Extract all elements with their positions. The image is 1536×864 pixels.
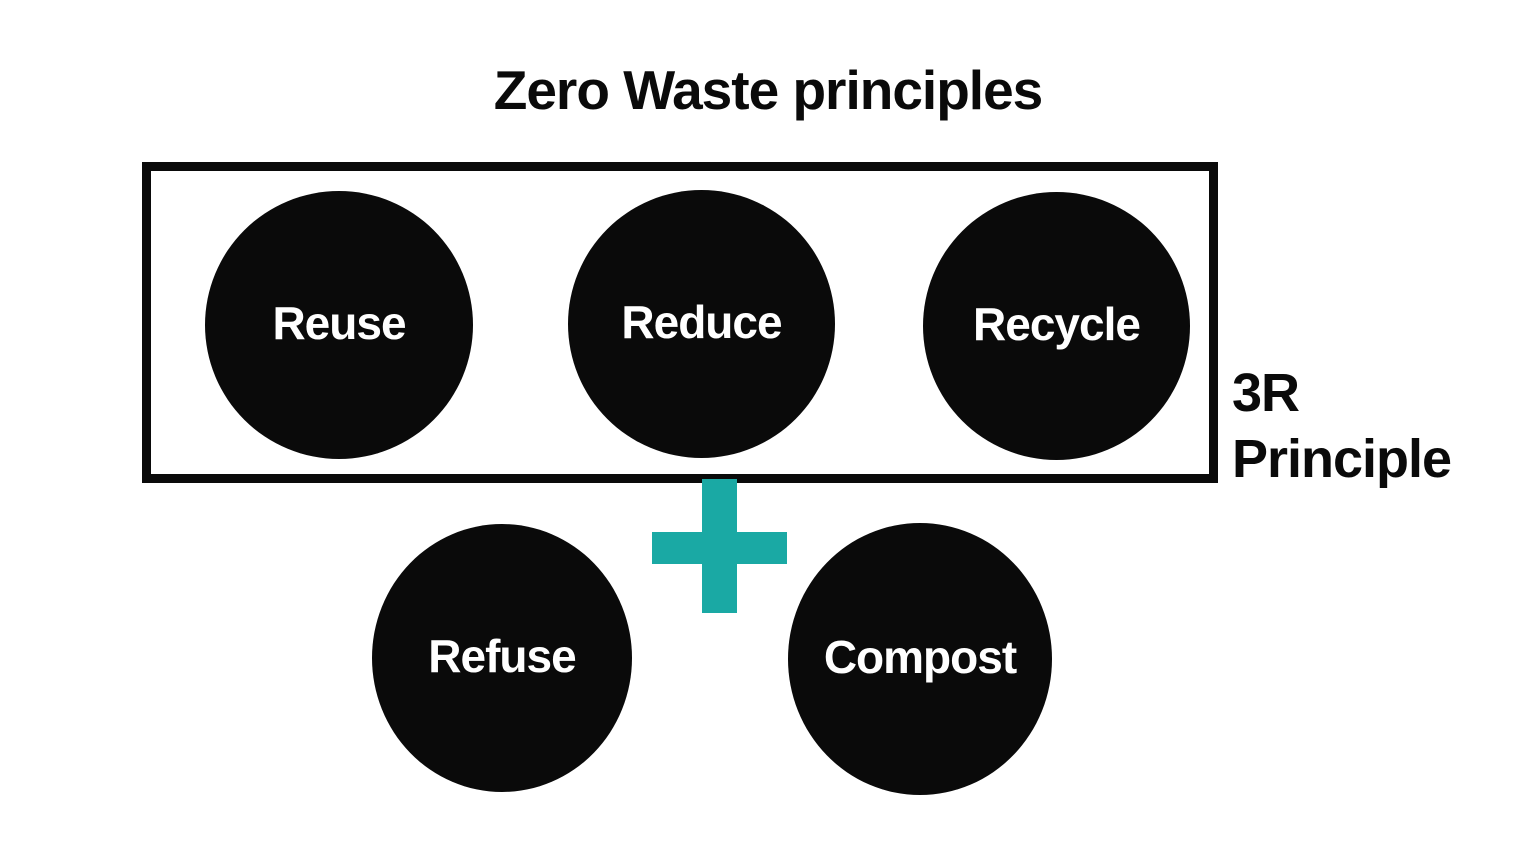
node-refuse: Refuse bbox=[372, 524, 632, 792]
3r-group-box bbox=[142, 162, 1218, 483]
node-reuse-label: Reuse bbox=[272, 297, 406, 349]
3r-principle-label-line2: Principle bbox=[1232, 429, 1452, 489]
node-recycle: Recycle bbox=[923, 192, 1190, 460]
node-reduce: Reduce bbox=[568, 190, 835, 458]
node-refuse-label: Refuse bbox=[428, 630, 576, 682]
node-reuse: Reuse bbox=[205, 191, 473, 459]
node-reduce-label: Reduce bbox=[621, 296, 782, 348]
node-compost: Compost bbox=[788, 523, 1052, 795]
node-recycle-label: Recycle bbox=[973, 298, 1141, 350]
plus-icon-horizontal-bar bbox=[652, 532, 787, 564]
plus-icon bbox=[652, 479, 787, 613]
node-compost-label: Compost bbox=[823, 631, 1017, 683]
3r-principle-label: 3R Principle bbox=[1232, 360, 1452, 492]
3r-principle-label-line1: 3R bbox=[1232, 363, 1300, 423]
diagram-title: Zero Waste principles bbox=[493, 59, 1044, 121]
